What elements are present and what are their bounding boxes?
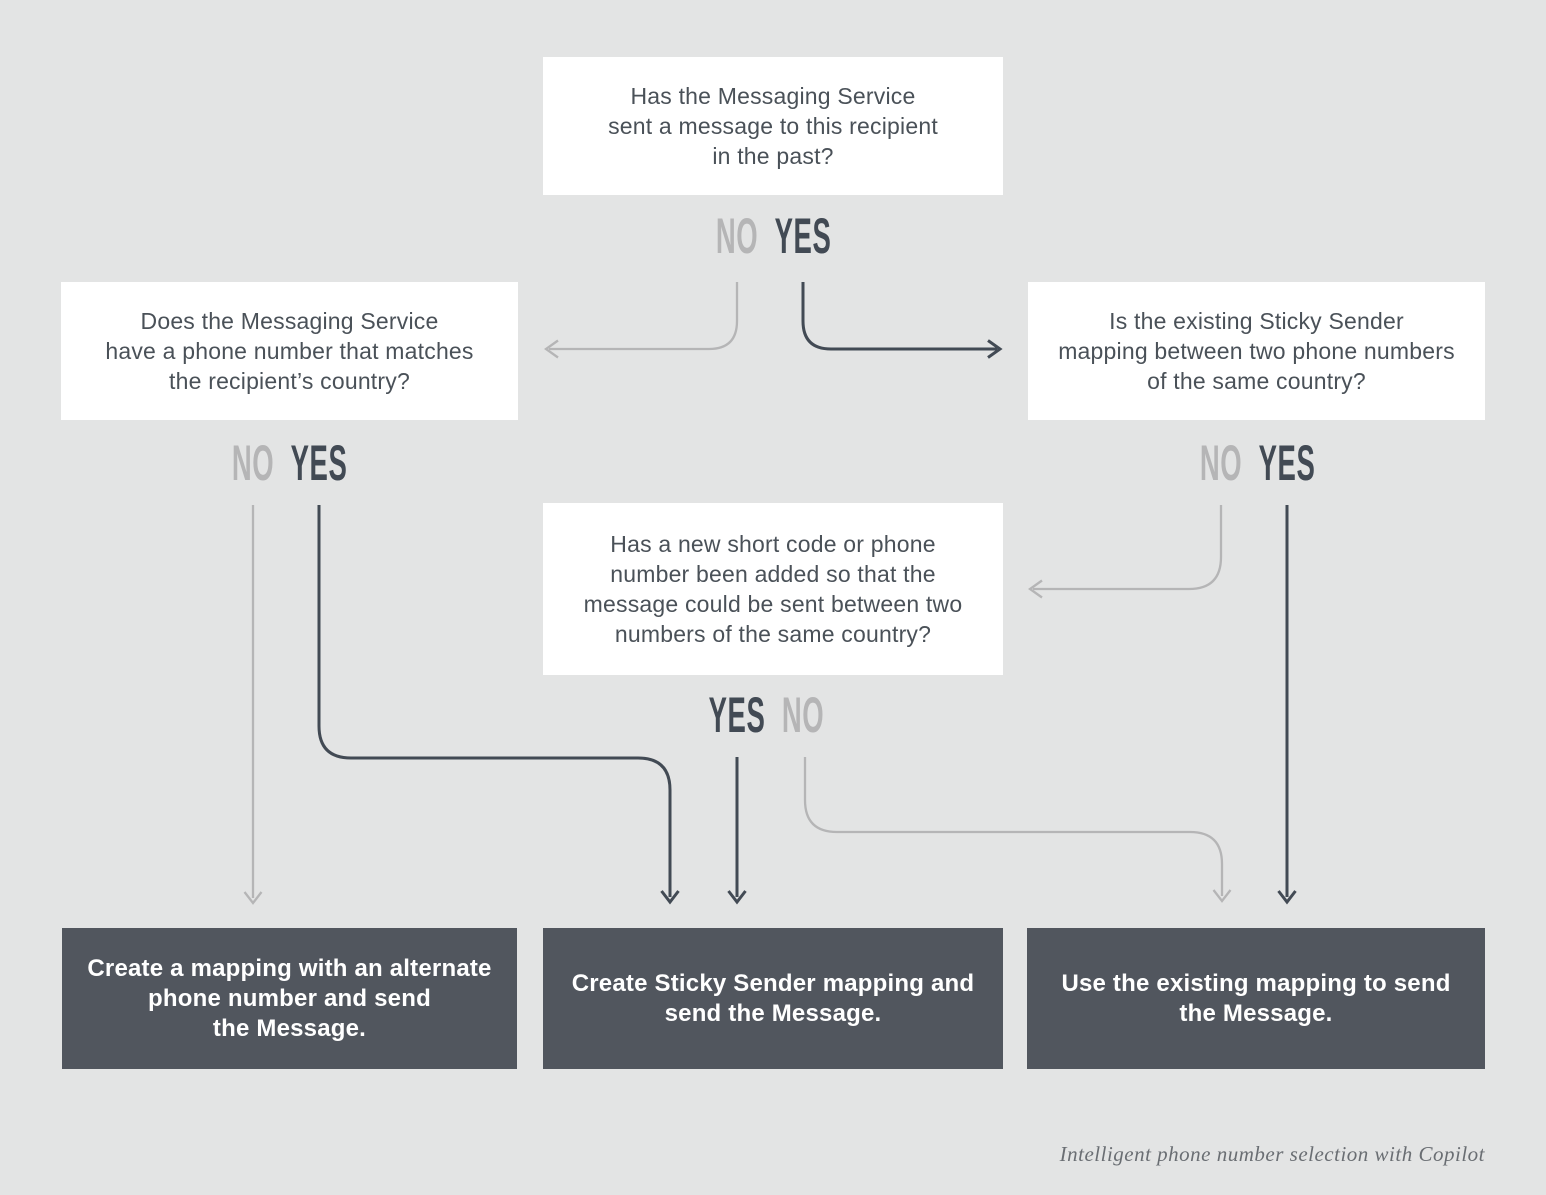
arrowhead-left-right-no-icon: [1028, 579, 1043, 599]
question-box-matching-number: Does the Messaging Service have a phone …: [61, 282, 518, 420]
connector-mid-no: [803, 757, 1224, 896]
connector-top-yes: [801, 282, 997, 351]
arrowhead-down-left-yes-icon: [660, 890, 680, 905]
label-right-no: NO: [1199, 435, 1243, 491]
arrowhead-down-mid-yes-icon: [727, 890, 747, 905]
label-mid-yes: YES: [708, 687, 766, 743]
arrowhead-down-mid-no-icon: [1212, 889, 1232, 903]
connector-top-no: [549, 282, 739, 351]
arrowhead-down-right-yes-icon: [1277, 890, 1297, 905]
connector-right-no: [1033, 505, 1223, 591]
arrowhead-right-top-yes-icon: [987, 339, 1003, 359]
question-box-sent-before: Has the Messaging Service sent a message…: [543, 57, 1003, 195]
arrowhead-left-top-no-icon: [544, 339, 559, 359]
arrowhead-down-left-no-icon: [243, 891, 263, 905]
result-box-create-sticky-sender-mapping: Create Sticky Sender mapping and send th…: [543, 928, 1003, 1069]
result-box-create-alternate-mapping: Create a mapping with an alternate phone…: [62, 928, 517, 1069]
connector-left-yes: [317, 505, 672, 897]
label-left-yes: YES: [290, 435, 348, 491]
question-box-existing-mapping-same-country: Is the existing Sticky Sender mapping be…: [1028, 282, 1485, 420]
label-right-yes: YES: [1258, 435, 1316, 491]
label-top-no: NO: [715, 208, 759, 264]
result-box-use-existing-mapping: Use the existing mapping to send the Mes…: [1027, 928, 1485, 1069]
label-top-yes: YES: [774, 208, 832, 264]
label-mid-no: NO: [781, 687, 825, 743]
label-left-no: NO: [231, 435, 275, 491]
question-box-new-number-added: Has a new short code or phone number bee…: [543, 503, 1003, 675]
diagram-caption: Intelligent phone number selection with …: [1059, 1142, 1485, 1166]
